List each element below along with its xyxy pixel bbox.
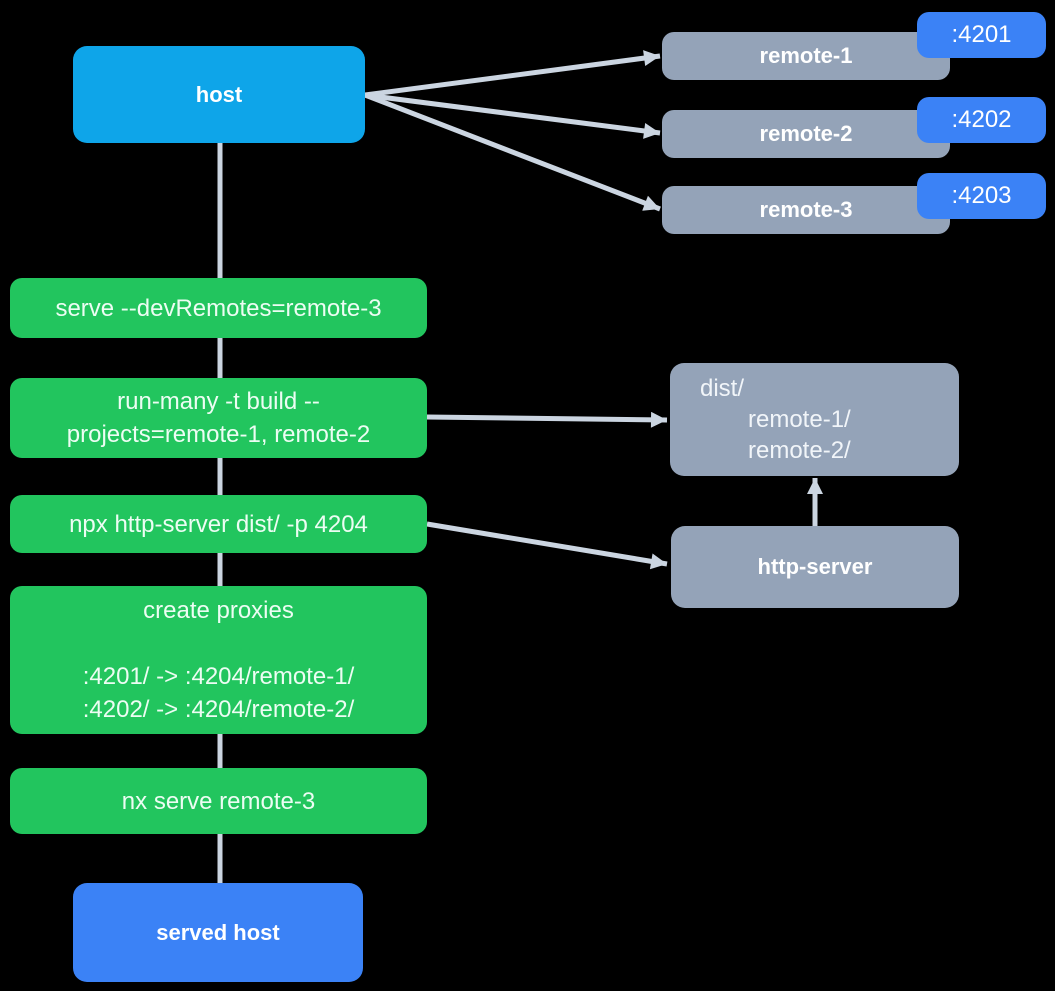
edge-runmany-dist — [426, 411, 668, 428]
port-badge-4203: :4203 — [917, 173, 1046, 219]
port-badge-4201: :4201 — [917, 12, 1046, 58]
edge-host-remote-2 — [364, 92, 661, 139]
edge-httpservercmd-httpserver — [426, 521, 668, 570]
npx-http-server-label: npx http-server dist/ -p 4204 — [69, 510, 368, 538]
port-4201-label: :4201 — [951, 21, 1012, 48]
port-4202-label: :4202 — [951, 106, 1012, 133]
remote-3-label: remote-3 — [759, 197, 853, 222]
create-proxies-title: create proxies — [143, 597, 294, 624]
step-run-many-build: run-many -t build -- projects=remote-1, … — [10, 378, 427, 458]
dist-remote-2-label: remote-2/ — [748, 437, 851, 464]
node-remote-1: remote-1 — [662, 32, 950, 80]
node-served-host: served host — [73, 883, 363, 982]
host-label: host — [195, 81, 243, 107]
step-serve-dev-remotes: serve --devRemotes=remote-3 — [10, 278, 427, 338]
edge-host-remote-3 — [364, 92, 661, 212]
nx-serve-remote-3-label: nx serve remote-3 — [121, 787, 316, 815]
node-dist-folder: dist/ remote-1/ remote-2/ — [670, 363, 959, 476]
remote-1-label: remote-1 — [759, 43, 853, 68]
dist-remote-1-label: remote-1/ — [748, 406, 851, 433]
serve-dev-remotes-label: serve --devRemotes=remote-3 — [55, 294, 382, 322]
run-many-line-2: projects=remote-1, remote-2 — [66, 421, 371, 448]
node-remote-2: remote-2 — [662, 110, 950, 158]
port-4203-label: :4203 — [951, 182, 1012, 209]
remote-2-label: remote-2 — [759, 121, 853, 146]
run-many-line-1: run-many -t build -- — [117, 388, 320, 415]
proxy-mapping-1: :4201/ -> :4204/remote-1/ — [82, 663, 355, 690]
step-nx-serve-remote-3: nx serve remote-3 — [10, 768, 427, 834]
step-create-proxies: create proxies :4201/ -> :4204/remote-1/… — [10, 586, 427, 734]
proxy-mapping-2: :4202/ -> :4204/remote-2/ — [82, 696, 355, 723]
http-server-label: http-server — [757, 554, 873, 579]
edge-host-remote-1 — [364, 50, 661, 98]
port-badge-4202: :4202 — [917, 97, 1046, 143]
node-remote-3: remote-3 — [662, 186, 950, 234]
node-host: host — [73, 46, 365, 143]
dist-root-label: dist/ — [700, 375, 745, 402]
step-npx-http-server: npx http-server dist/ -p 4204 — [10, 495, 427, 553]
served-host-label: served host — [156, 919, 280, 945]
node-http-server: http-server — [671, 526, 959, 608]
